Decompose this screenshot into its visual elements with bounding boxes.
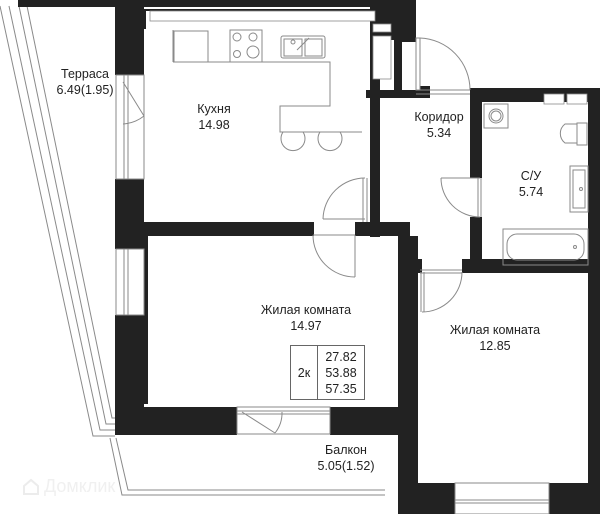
vent-shaft bbox=[149, 10, 376, 22]
wall-segment bbox=[394, 36, 416, 42]
room-area: 5.05(1.52) bbox=[317, 459, 375, 473]
window-living1 bbox=[115, 248, 145, 316]
total-with-outdoor-area: 57.35 bbox=[325, 381, 357, 396]
wall-segment bbox=[366, 90, 416, 98]
living1-door[interactable] bbox=[312, 234, 356, 278]
room-name: Кухня bbox=[197, 102, 231, 116]
area-summary-box: 2к 27.82 53.88 57.35 bbox=[290, 345, 365, 400]
wall-segment bbox=[144, 222, 314, 236]
washbasin-icon bbox=[569, 165, 589, 213]
vent-shaft bbox=[372, 35, 392, 80]
living2-door[interactable] bbox=[420, 269, 463, 313]
room-area: 14.98 bbox=[198, 118, 230, 132]
room-count: 2к bbox=[291, 346, 318, 399]
room-label-living1: Жилая комната 14.97 bbox=[261, 302, 351, 334]
wall-segment bbox=[418, 483, 455, 514]
room-name: Терраса bbox=[61, 67, 109, 81]
vent-shaft bbox=[543, 93, 565, 105]
room-label-terrace: Терраса 6.49(1.95) bbox=[57, 66, 114, 98]
bathtub-icon bbox=[502, 228, 589, 266]
walls bbox=[18, 0, 600, 514]
wall-segment bbox=[115, 0, 144, 75]
room-label-living2: Жилая комната 12.85 bbox=[450, 322, 540, 354]
wall-segment bbox=[144, 236, 148, 404]
wall-segment bbox=[18, 0, 416, 7]
wall-segment bbox=[355, 222, 410, 236]
balcony-door[interactable] bbox=[236, 406, 331, 435]
room-name: С/У bbox=[520, 169, 542, 183]
washing-machine-icon bbox=[483, 103, 509, 129]
wall-segment bbox=[144, 9, 146, 29]
total-area: 53.88 bbox=[325, 365, 357, 380]
room-name: Жилая комната bbox=[260, 303, 352, 317]
toilet-icon bbox=[559, 122, 588, 146]
room-name: Коридор bbox=[414, 110, 464, 124]
stove-icon bbox=[229, 29, 263, 63]
terrace-outline bbox=[0, 5, 115, 437]
vent-shaft bbox=[372, 23, 392, 33]
wall-segment bbox=[482, 92, 588, 102]
terrace-door[interactable] bbox=[122, 81, 145, 125]
wall-segment bbox=[588, 100, 600, 514]
balcony-outline bbox=[109, 437, 385, 496]
wall-segment bbox=[115, 179, 144, 249]
house-logo-icon bbox=[23, 478, 39, 495]
room-label-corridor: Коридор 5.34 bbox=[414, 109, 463, 141]
bar-stools bbox=[280, 131, 343, 152]
wall-segment bbox=[462, 259, 600, 273]
room-area: 5.74 bbox=[518, 185, 544, 199]
room-area: 5.34 bbox=[426, 126, 452, 140]
kitchen-counter bbox=[172, 30, 362, 133]
room-area: 12.85 bbox=[479, 339, 511, 353]
wall-segment bbox=[470, 88, 482, 178]
wall-segment bbox=[144, 9, 370, 11]
room-label-balcony: Балкон 5.05(1.52) bbox=[318, 442, 375, 474]
wall-segment bbox=[394, 38, 402, 98]
wall-segment bbox=[370, 22, 380, 237]
living-area: 27.82 bbox=[325, 349, 357, 364]
wall-segment bbox=[410, 259, 422, 273]
room-label-kitchen: Кухня 14.98 bbox=[197, 101, 230, 133]
window-living2 bbox=[454, 482, 550, 514]
room-label-bathroom: С/У 5.74 bbox=[519, 168, 543, 200]
kitchen-door[interactable] bbox=[322, 177, 368, 222]
wall-segment bbox=[398, 435, 418, 514]
sink-icon bbox=[280, 35, 326, 59]
bathroom-door[interactable] bbox=[440, 177, 482, 218]
room-area: 6.49(1.95) bbox=[56, 83, 114, 97]
wall-segment bbox=[115, 407, 237, 435]
watermark-text: Домклик bbox=[44, 476, 116, 496]
vent-shaft bbox=[566, 93, 588, 105]
room-name: Балкон bbox=[325, 443, 367, 457]
fridge bbox=[173, 30, 209, 63]
entrance-door[interactable] bbox=[415, 37, 471, 95]
wall-segment bbox=[470, 217, 482, 269]
room-name: Жилая комната bbox=[449, 323, 541, 337]
room-area: 14.97 bbox=[290, 319, 322, 333]
watermark: Домклик bbox=[22, 476, 115, 497]
wall-segment bbox=[549, 483, 600, 514]
window-terrace-kitchen bbox=[115, 74, 145, 180]
